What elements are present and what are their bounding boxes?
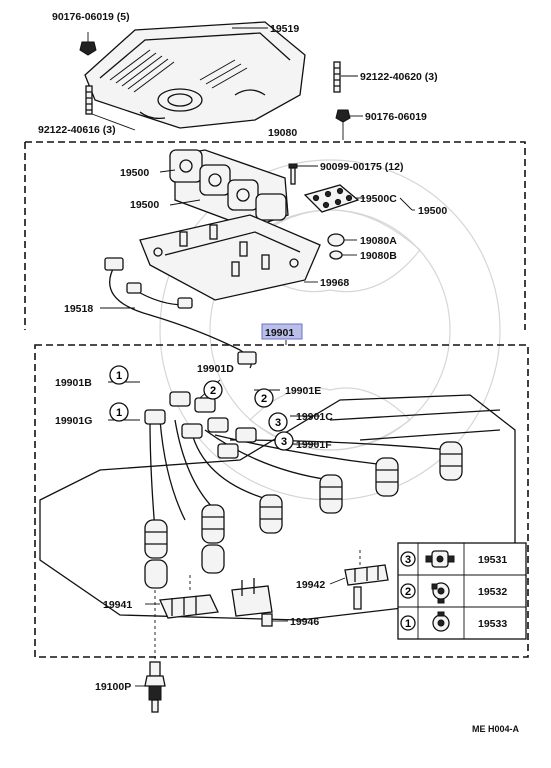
callout-2-d: 2 [203, 380, 223, 400]
part-label: 19901C [296, 411, 333, 423]
part-label: 92122-40620 (3) [360, 71, 438, 83]
part-label: 19901B [55, 377, 92, 389]
part-label: 19500C [360, 193, 397, 205]
plug-boots [144, 441, 463, 589]
legend-row: 2 19532 [400, 582, 507, 604]
callout-1-b: 1 [109, 365, 129, 385]
svg-text:3: 3 [275, 417, 281, 429]
svg-text:1: 1 [116, 370, 122, 382]
part-label: 19942 [296, 579, 325, 591]
bolt-icon [333, 61, 341, 93]
screw-icon [288, 163, 298, 185]
leader-lines [91, 27, 415, 687]
cord-clamp-19941 [159, 575, 219, 619]
part-label: 19100P [95, 681, 131, 693]
ignition-coil [169, 149, 289, 229]
part-label: 19500 [120, 167, 149, 179]
bolt-icon [85, 85, 93, 115]
cord-connectors [144, 391, 257, 459]
callout-3-f: 3 [274, 431, 294, 451]
svg-text:3: 3 [405, 554, 411, 566]
gasket-icon [303, 184, 360, 213]
svg-text:2: 2 [210, 385, 216, 397]
part-label: 90176-06019 (5) [52, 11, 130, 23]
svg-text:1: 1 [405, 618, 411, 630]
part-label: 19518 [64, 303, 93, 315]
callout-2-e: 2 [254, 388, 274, 408]
part-label: 19080B [360, 250, 397, 262]
svg-text:2: 2 [405, 586, 411, 598]
connector-3-icon [425, 550, 455, 568]
assembly-frame-19080 [24, 141, 526, 330]
nut-icon [79, 32, 97, 56]
diagram-code: ME H004-A [472, 724, 520, 734]
svg-text:19531: 19531 [478, 554, 507, 566]
engine-cylinder-head [39, 394, 516, 621]
grommet-icon [327, 233, 345, 260]
legend-row: 1 19533 [400, 611, 507, 632]
coil-bracket [139, 214, 321, 301]
svg-text:1: 1 [116, 407, 122, 419]
part-label: 90099-00175 (12) [320, 161, 403, 173]
wire-harness [104, 257, 257, 369]
part-label: 19080 [268, 127, 297, 139]
cord-clamp-19942 [344, 550, 389, 610]
connector-1-icon [432, 611, 450, 632]
connector-legend-table: 3 19531 2 19532 1 [397, 542, 527, 640]
part-label: 19500 [418, 205, 447, 217]
high-tension-cords [149, 419, 451, 531]
part-label: 19901E [285, 385, 321, 397]
svg-text:19532: 19532 [478, 586, 507, 598]
callout-1-g: 1 [109, 402, 129, 422]
part-label: 19941 [103, 599, 132, 611]
part-label: 19946 [290, 616, 319, 628]
svg-text:19533: 19533 [478, 618, 507, 630]
legend-row: 3 19531 [400, 550, 507, 568]
connector-2-icon [431, 582, 450, 604]
part-label: 19968 [320, 277, 349, 289]
part-label: 19901G [55, 415, 92, 427]
svg-text:3: 3 [281, 436, 287, 448]
cord-clamp-19946 [231, 578, 273, 627]
highlighted-part-19901: 19901 [261, 323, 303, 340]
part-label: 19519 [270, 23, 299, 35]
svg-text:2: 2 [261, 393, 267, 405]
spark-plug [144, 590, 166, 713]
part-label: 90176-06019 [365, 111, 427, 123]
part-label: 19901D [197, 363, 234, 375]
part-label: 19080A [360, 235, 397, 247]
callout-3-c: 3 [268, 412, 288, 432]
part-label: 92122-40616 (3) [38, 124, 116, 136]
ignition-coil-cover [84, 21, 306, 129]
nut-icon [335, 109, 351, 140]
assembly-frame-19901 [34, 344, 529, 658]
part-label: 19901F [296, 439, 332, 451]
svg-text:19901: 19901 [265, 327, 294, 339]
part-label: 19500 [130, 199, 159, 211]
